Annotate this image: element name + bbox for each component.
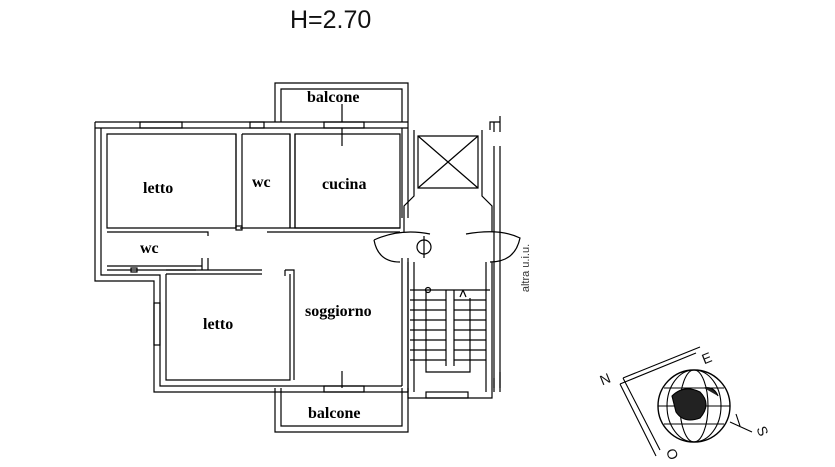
room-label-letto-1: letto [143, 180, 174, 197]
wall-markers [130, 104, 343, 388]
room-label-wc-1: wc [252, 174, 271, 191]
interior-walls [106, 133, 401, 381]
windows [139, 121, 469, 399]
stair-core [373, 116, 521, 399]
room-label-balcone-top: balcone [307, 89, 360, 106]
room-label-balcone-bottom: balcone [308, 405, 361, 422]
bottom-balcony-outline [274, 388, 409, 433]
room-label-wc-2: wc [140, 240, 159, 257]
room-label-cucina: cucina [322, 176, 367, 193]
compass-graphic [619, 346, 753, 457]
room-label-soggiorno: soggiorno [305, 303, 372, 320]
side-note: altra u.i.u. [520, 243, 533, 293]
top-balcony-outline [274, 82, 409, 122]
height-label: H=2.70 [290, 6, 372, 34]
room-label-letto-2: letto [203, 316, 234, 333]
